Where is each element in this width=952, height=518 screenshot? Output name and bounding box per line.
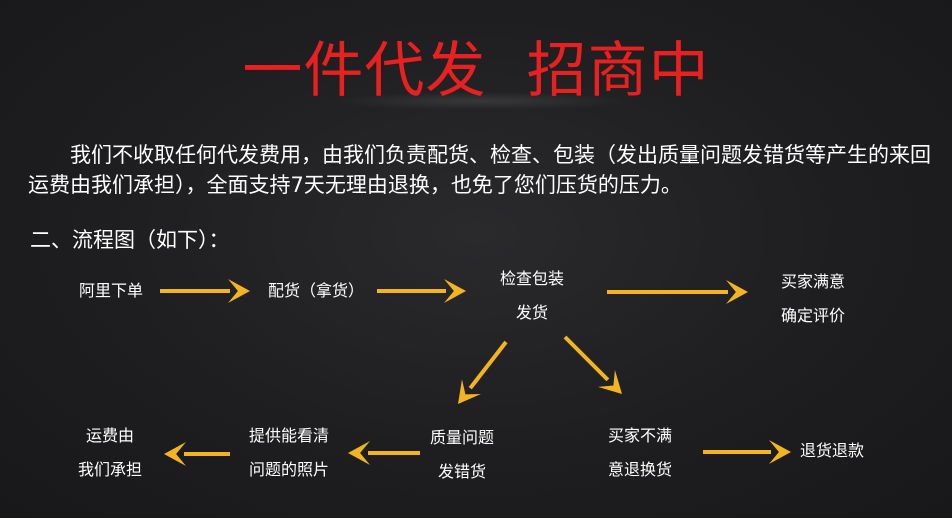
node-order: 阿里下单 xyxy=(79,274,143,308)
node-shipping: 运费由 我们承担 xyxy=(78,419,142,487)
node-order-label: 阿里下单 xyxy=(79,281,144,300)
node-quality-line2: 发错货 xyxy=(438,462,487,481)
node-inspect-line1: 检查包装 xyxy=(500,269,565,288)
arrow-inspect-to-quality-shaft xyxy=(468,340,508,390)
node-quality-line1: 质量问题 xyxy=(430,428,495,447)
node-allocate: 配货（拿货） xyxy=(268,274,364,308)
arrow-inspect-to-quality xyxy=(458,340,508,404)
arrow-allocate-to-inspect xyxy=(377,279,466,303)
intro-paragraph: 我们不收取任何代发费用，由我们负责配货、检查、包装（发出质量问题发错货等产生的来… xyxy=(28,143,931,197)
arrow-order-to-allocate-head xyxy=(228,279,250,303)
arrow-photos-to-shipping xyxy=(164,442,230,466)
node-inspect: 检查包装 发货 xyxy=(500,262,564,330)
arrow-unsatisfied-to-refund-head xyxy=(769,440,791,464)
arrow-allocate-to-inspect-head xyxy=(444,279,466,303)
node-unsatisfied: 买家不满 意退换货 xyxy=(608,419,672,487)
node-shipping-line2: 我们承担 xyxy=(78,460,143,479)
page-title: 一件代发 招商中 xyxy=(242,36,710,106)
node-refund-label: 退货退款 xyxy=(800,441,865,460)
section-title: 二、流程图（如下）： xyxy=(30,228,230,252)
node-satisfied-line2: 确定评价 xyxy=(781,306,846,325)
arrow-inspect-to-unsatisfied-head xyxy=(597,369,622,394)
arrow-quality-to-photos xyxy=(348,441,420,465)
arrow-inspect-to-satisfied-head xyxy=(726,280,748,304)
node-satisfied: 买家满意 确定评价 xyxy=(781,265,845,333)
node-refund: 退货退款 xyxy=(800,434,864,468)
arrow-quality-to-photos-head xyxy=(348,441,370,465)
node-satisfied-line1: 买家满意 xyxy=(781,272,846,291)
node-photos: 提供能看清 问题的照片 xyxy=(249,419,329,487)
arrow-inspect-to-quality-head xyxy=(458,379,481,404)
title-glow xyxy=(330,92,630,110)
node-photos-line1: 提供能看清 xyxy=(249,426,330,445)
arrow-order-to-allocate xyxy=(160,279,250,303)
node-photos-line2: 问题的照片 xyxy=(249,460,330,479)
node-shipping-line1: 运费由 xyxy=(86,426,135,445)
node-allocate-label: 配货（拿货） xyxy=(268,281,365,300)
node-quality: 质量问题 发错货 xyxy=(430,421,494,489)
arrow-photos-to-shipping-head xyxy=(164,442,186,466)
node-unsatisfied-line2: 意退换货 xyxy=(608,460,673,479)
arrow-inspect-to-unsatisfied-shaft xyxy=(563,335,610,382)
arrow-inspect-to-satisfied xyxy=(607,280,748,304)
node-unsatisfied-line1: 买家不满 xyxy=(608,426,673,445)
arrow-unsatisfied-to-refund xyxy=(703,440,791,464)
node-inspect-line2: 发货 xyxy=(516,303,549,322)
arrow-inspect-to-unsatisfied xyxy=(563,335,622,394)
